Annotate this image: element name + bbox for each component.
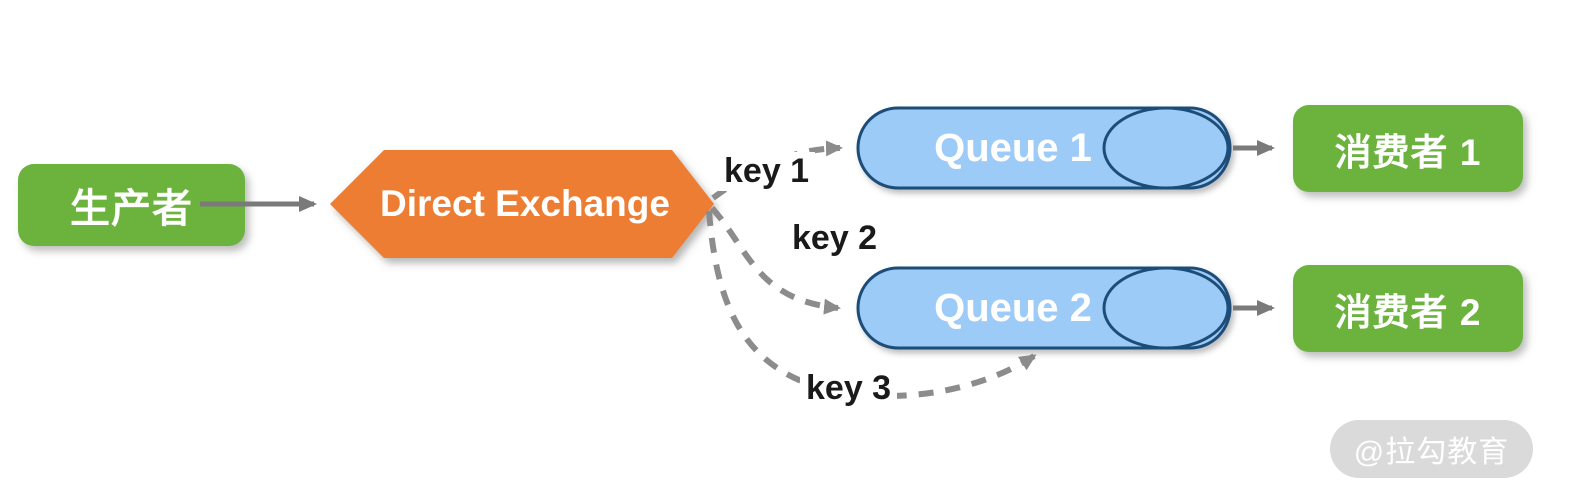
consumer1-node: 消费者 1: [1293, 105, 1523, 192]
producer-label: 生产者: [70, 187, 193, 231]
consumer1-label: 消费者 1: [1334, 131, 1482, 173]
queue1-end-ellipse: [1102, 106, 1230, 190]
key2-binding-curve: [709, 205, 841, 315]
queue1-shape: [856, 106, 1232, 190]
watermark-label: @拉勾教育: [1353, 436, 1510, 469]
key2-label: key 2: [786, 219, 884, 259]
queue2-end-ellipse: [1102, 266, 1230, 350]
watermark-badge: @拉勾教育: [1330, 420, 1533, 478]
key1-label: key 1: [718, 152, 816, 192]
direct-exchange-hexagon: [330, 150, 714, 258]
queue2-shape: [856, 266, 1232, 350]
consumer2-node: 消费者 2: [1293, 265, 1523, 352]
consumer2-label: 消费者 2: [1334, 291, 1482, 333]
key3-label: key 3: [800, 369, 898, 409]
